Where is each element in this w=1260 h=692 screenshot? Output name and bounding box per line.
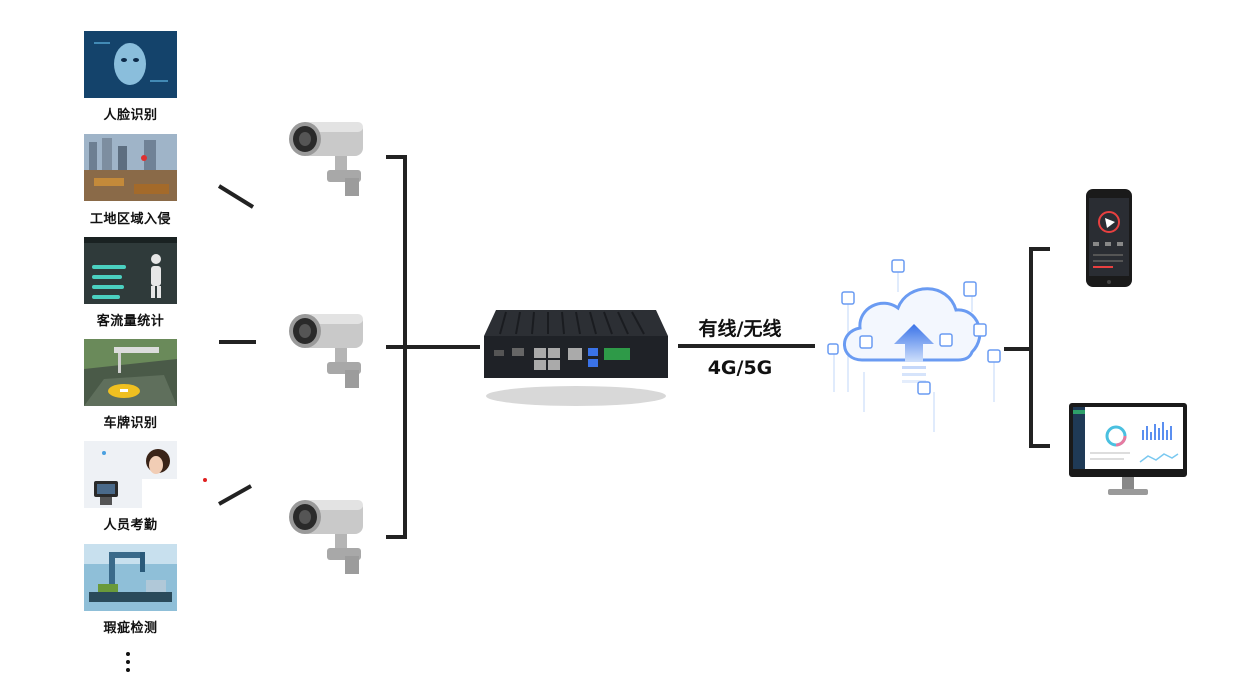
- red-dot: [203, 478, 207, 482]
- cloud-upload-icon: [827, 259, 1001, 432]
- connector-line: [217, 184, 255, 209]
- camera-icon: [289, 500, 363, 574]
- app-label: 工地区域入侵: [89, 212, 171, 227]
- defect-detection-image: [84, 544, 177, 611]
- license-plate-image: [84, 339, 177, 406]
- app-label: 瑕疵检测: [103, 621, 158, 636]
- more-dots-icon: [124, 652, 132, 676]
- app-label: 人员考勤: [103, 518, 158, 533]
- face-recognition-image: [84, 31, 177, 98]
- construction-site-image: [84, 134, 177, 201]
- monitor-icon: [1069, 403, 1187, 495]
- camera-icon: [289, 314, 363, 388]
- link-network-label: 4G/5G: [707, 357, 773, 379]
- passenger-flow-image: [84, 237, 177, 304]
- edge-gateway-box-icon: [484, 310, 668, 406]
- attendance-image: [84, 441, 177, 508]
- app-label: 人脸识别: [103, 108, 158, 123]
- smartphone-icon: [1086, 189, 1132, 287]
- app-label: 客流量统计: [96, 314, 165, 329]
- app-label: 车牌识别: [103, 416, 158, 431]
- link-type-label: 有线/无线: [698, 318, 782, 340]
- client-bracket: [1029, 247, 1050, 448]
- camera-icon: [289, 122, 363, 196]
- connector-line: [218, 484, 252, 506]
